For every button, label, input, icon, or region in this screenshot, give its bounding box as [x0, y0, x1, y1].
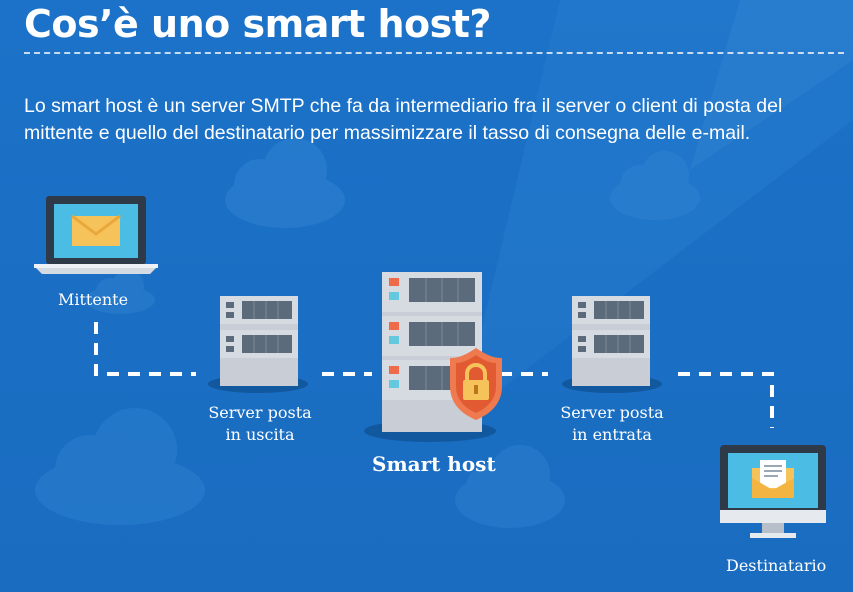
cloud-icon	[35, 408, 205, 525]
page-title: Cos’è uno smart host?	[24, 2, 491, 46]
cloud-icon	[610, 151, 700, 220]
label-outgoing-line2: in uscita	[225, 425, 295, 444]
connector-lines	[94, 322, 774, 428]
label-sender: Mittente	[58, 290, 129, 309]
label-incoming-line2: in entrata	[572, 425, 652, 444]
server-icon	[364, 272, 502, 442]
intro-text: Lo smart host è un server SMTP che fa da…	[24, 95, 783, 144]
cloud-icon	[225, 138, 345, 228]
cloud-icon	[85, 270, 155, 314]
cloud-icon	[455, 445, 565, 528]
server-icon	[562, 296, 662, 393]
laptop-icon	[34, 196, 158, 274]
label-smart-host: Smart host	[372, 452, 496, 476]
connector-incoming-recipient	[678, 372, 774, 428]
background-stripe-2	[690, 0, 853, 170]
label-outgoing-line1: Server posta	[208, 403, 312, 422]
connector-sender-outgoing	[94, 322, 196, 376]
label-incoming-line1: Server posta	[560, 403, 664, 422]
label-recipient: Destinatario	[726, 556, 827, 575]
server-icon	[208, 296, 308, 393]
envelope-icon	[71, 214, 121, 246]
envelope-icon	[752, 460, 794, 498]
label-outgoing-server: Server posta in uscita	[204, 402, 316, 446]
shield-lock-icon	[450, 348, 502, 420]
label-incoming-server: Server posta in entrata	[556, 402, 668, 446]
monitor-icon	[720, 445, 826, 538]
title-divider	[24, 52, 844, 54]
